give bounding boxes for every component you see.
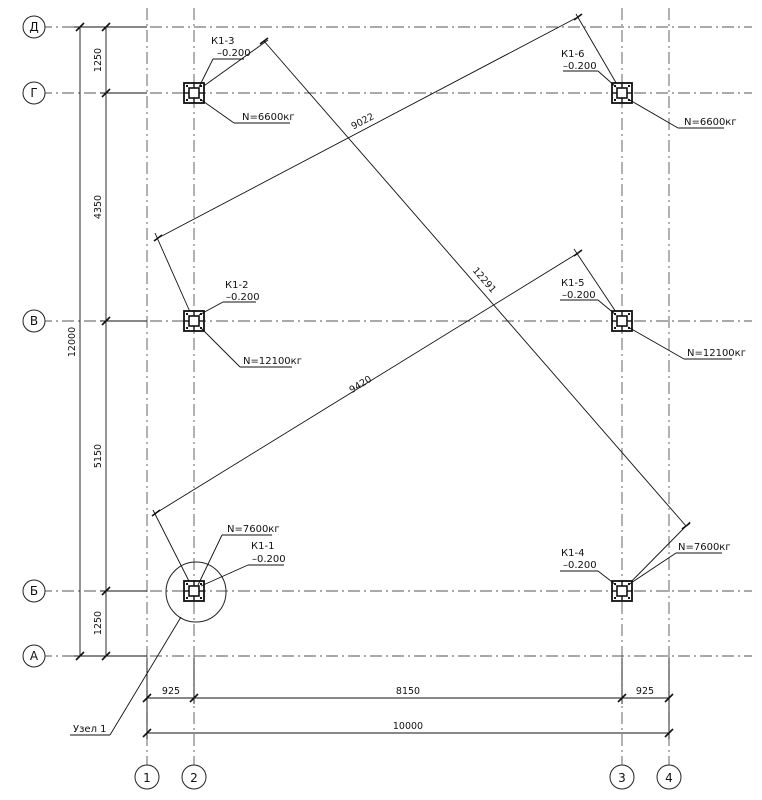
row-axis-label: Б (30, 584, 38, 598)
row-axis-bubble: А (22, 644, 46, 668)
foundation-k1-4[interactable]: К1-4 –0.200 N=7600кг (560, 542, 731, 602)
node-circle (165, 561, 227, 623)
col-axis-bubble: 1 (134, 764, 160, 790)
left-dimension-chain: 1250 4350 5150 1250 12000 (67, 22, 147, 661)
foundation-load: N=7600кг (227, 524, 280, 535)
node-label: Узел 1 (73, 724, 107, 735)
dimension-text: 8150 (396, 686, 420, 697)
foundation-load: N=6600кг (684, 117, 737, 128)
foundation-load: N=12100кг (243, 356, 302, 367)
row-axis-label: В (30, 314, 38, 328)
dimension-text: 925 (636, 686, 654, 697)
row-axis-label: А (30, 649, 39, 663)
dimension-text: 5150 (93, 444, 104, 468)
row-axis-bubble: Б (22, 579, 46, 603)
col-axis-bubble: 2 (181, 764, 207, 790)
node-callout: Узел 1 (70, 616, 182, 736)
row-axis-label: Г (30, 86, 37, 100)
foundation-level: –0.200 (563, 61, 597, 72)
foundation-load: N=7600кг (678, 542, 731, 553)
foundation-level: –0.200 (217, 48, 251, 59)
diagonal-dimension-text: 9420 (348, 374, 374, 396)
dimension-text: 4350 (93, 195, 104, 219)
diagonal-dimension-text: 9022 (350, 111, 377, 132)
grid-lines (40, 8, 752, 765)
col-axis-label: 4 (665, 771, 673, 785)
foundation-level: –0.200 (563, 560, 597, 571)
overall-height-dimension: 12000 (67, 327, 78, 357)
row-axis-bubble: В (22, 309, 46, 333)
foundation-level: –0.200 (562, 290, 596, 301)
overall-width-dimension: 10000 (393, 721, 423, 732)
dimension-text: 1250 (93, 48, 104, 72)
foundation-k1-3[interactable]: К1-3 –0.200 N=6600кг (183, 36, 295, 124)
foundation-level: –0.200 (226, 292, 260, 303)
col-axis-label: 2 (190, 771, 198, 785)
foundation-k1-2[interactable]: К1-2 –0.200 N=12100кг (183, 280, 302, 368)
row-axis-bubbles: Д Г В Б А (22, 15, 46, 668)
foundation-mark: К1-5 (561, 278, 584, 289)
foundation-mark: К1-3 (211, 36, 234, 47)
bottom-dimension-chain: 925 8150 925 10000 (142, 658, 674, 739)
col-axis-label: 3 (618, 771, 626, 785)
col-axis-label: 1 (143, 771, 151, 785)
foundation-k1-5[interactable]: К1-5 –0.200 N=12100кг (560, 278, 746, 360)
row-axis-bubble: Д (22, 15, 46, 39)
row-axis-label: Д (29, 20, 38, 34)
foundation-k1-1[interactable]: N=7600кг К1-1 –0.200 (165, 524, 286, 623)
row-axis-bubble: Г (22, 81, 46, 105)
col-axis-bubble: 4 (656, 764, 682, 790)
foundation-mark: К1-4 (561, 548, 584, 559)
foundation-load: N=12100кг (687, 348, 746, 359)
foundation-level: –0.200 (252, 554, 286, 565)
col-axis-bubbles: 1 2 3 4 (134, 764, 682, 790)
foundation-mark: К1-6 (561, 49, 584, 60)
dimension-text: 1250 (93, 611, 104, 635)
diagonal-dimension-text: 12291 (470, 265, 498, 295)
foundation-mark: К1-1 (251, 541, 274, 552)
foundation-load: N=6600кг (242, 112, 295, 123)
foundation-k1-6[interactable]: К1-6 –0.200 N=6600кг (561, 49, 737, 129)
dimension-text: 925 (162, 686, 180, 697)
foundation-mark: К1-2 (225, 280, 248, 291)
col-axis-bubble: 3 (609, 764, 635, 790)
